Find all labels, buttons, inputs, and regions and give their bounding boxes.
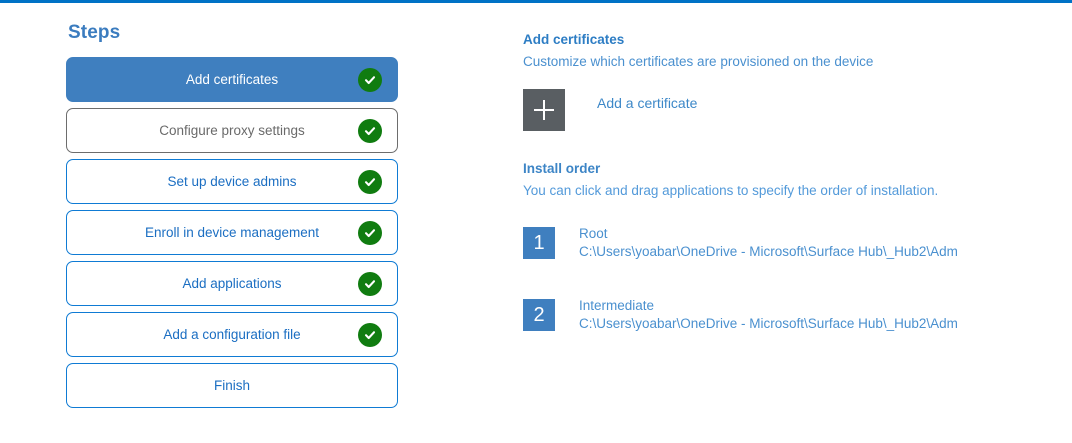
step-label: Configure proxy settings [159,122,305,138]
completed-check-icon [358,271,382,296]
step-label: Set up device admins [167,173,297,189]
list-item[interactable]: 1 Root C:\Users\yoabar\OneDrive - Micros… [523,225,1043,261]
step-label: Add a configuration file [163,326,301,342]
plus-icon-vertical-stroke [543,100,545,120]
install-order-section: Install order You can click and drag app… [523,160,1043,333]
install-order-title: Install order [523,161,601,176]
completed-check-icon [358,118,382,143]
detail-subtitle: Customize which certificates are provisi… [523,54,874,69]
top-accent-bar [0,0,1072,3]
step-button-enroll-in-device-management[interactable]: Enroll in device management [66,210,398,255]
detail-title: Add certificates [523,32,625,47]
step-button-add-applications[interactable]: Add applications [66,261,398,306]
detail-pane: Add certificates Customize which certifi… [523,31,1043,369]
list-item[interactable]: 2 Intermediate C:\Users\yoabar\OneDrive … [523,297,1043,333]
completed-check-icon [358,220,382,245]
step-button-add-a-configuration-file[interactable]: Add a configuration file [66,312,398,357]
add-certificate-row[interactable]: Add a certificate [523,89,1043,131]
step-label: Finish [213,377,250,393]
order-item-path: C:\Users\yoabar\OneDrive - Microsoft\Sur… [579,244,958,259]
step-button-configure-proxy-settings[interactable]: Configure proxy settings [66,108,398,153]
step-button-add-certificates[interactable]: Add certificates [66,57,398,102]
order-item-text: Root C:\Users\yoabar\OneDrive - Microsof… [579,225,958,261]
order-item-name: Intermediate [579,298,655,313]
steps-panel: Steps Add certificates Configure proxy s… [66,22,398,414]
step-label: Add certificates [185,71,279,87]
order-item-name: Root [579,226,608,241]
install-order-list: 1 Root C:\Users\yoabar\OneDrive - Micros… [523,225,1043,333]
completed-check-icon [358,169,382,194]
order-number-badge: 2 [523,299,555,331]
step-button-finish[interactable]: Finish [66,363,398,408]
order-item-path: C:\Users\yoabar\OneDrive - Microsoft\Sur… [579,316,958,331]
steps-heading: Steps [68,22,121,43]
step-label: Add applications [182,275,282,291]
order-number-badge: 1 [523,227,555,259]
wizard-page: Steps Add certificates Configure proxy s… [0,3,1072,443]
install-order-subtitle: You can click and drag applications to s… [523,183,939,198]
step-button-set-up-device-admins[interactable]: Set up device admins [66,159,398,204]
completed-check-icon [358,322,382,347]
order-item-text: Intermediate C:\Users\yoabar\OneDrive - … [579,297,958,333]
step-label: Enroll in device management [144,224,320,240]
add-certificate-label[interactable]: Add a certificate [597,95,698,111]
completed-check-icon [358,67,382,92]
plus-icon[interactable] [523,89,565,131]
